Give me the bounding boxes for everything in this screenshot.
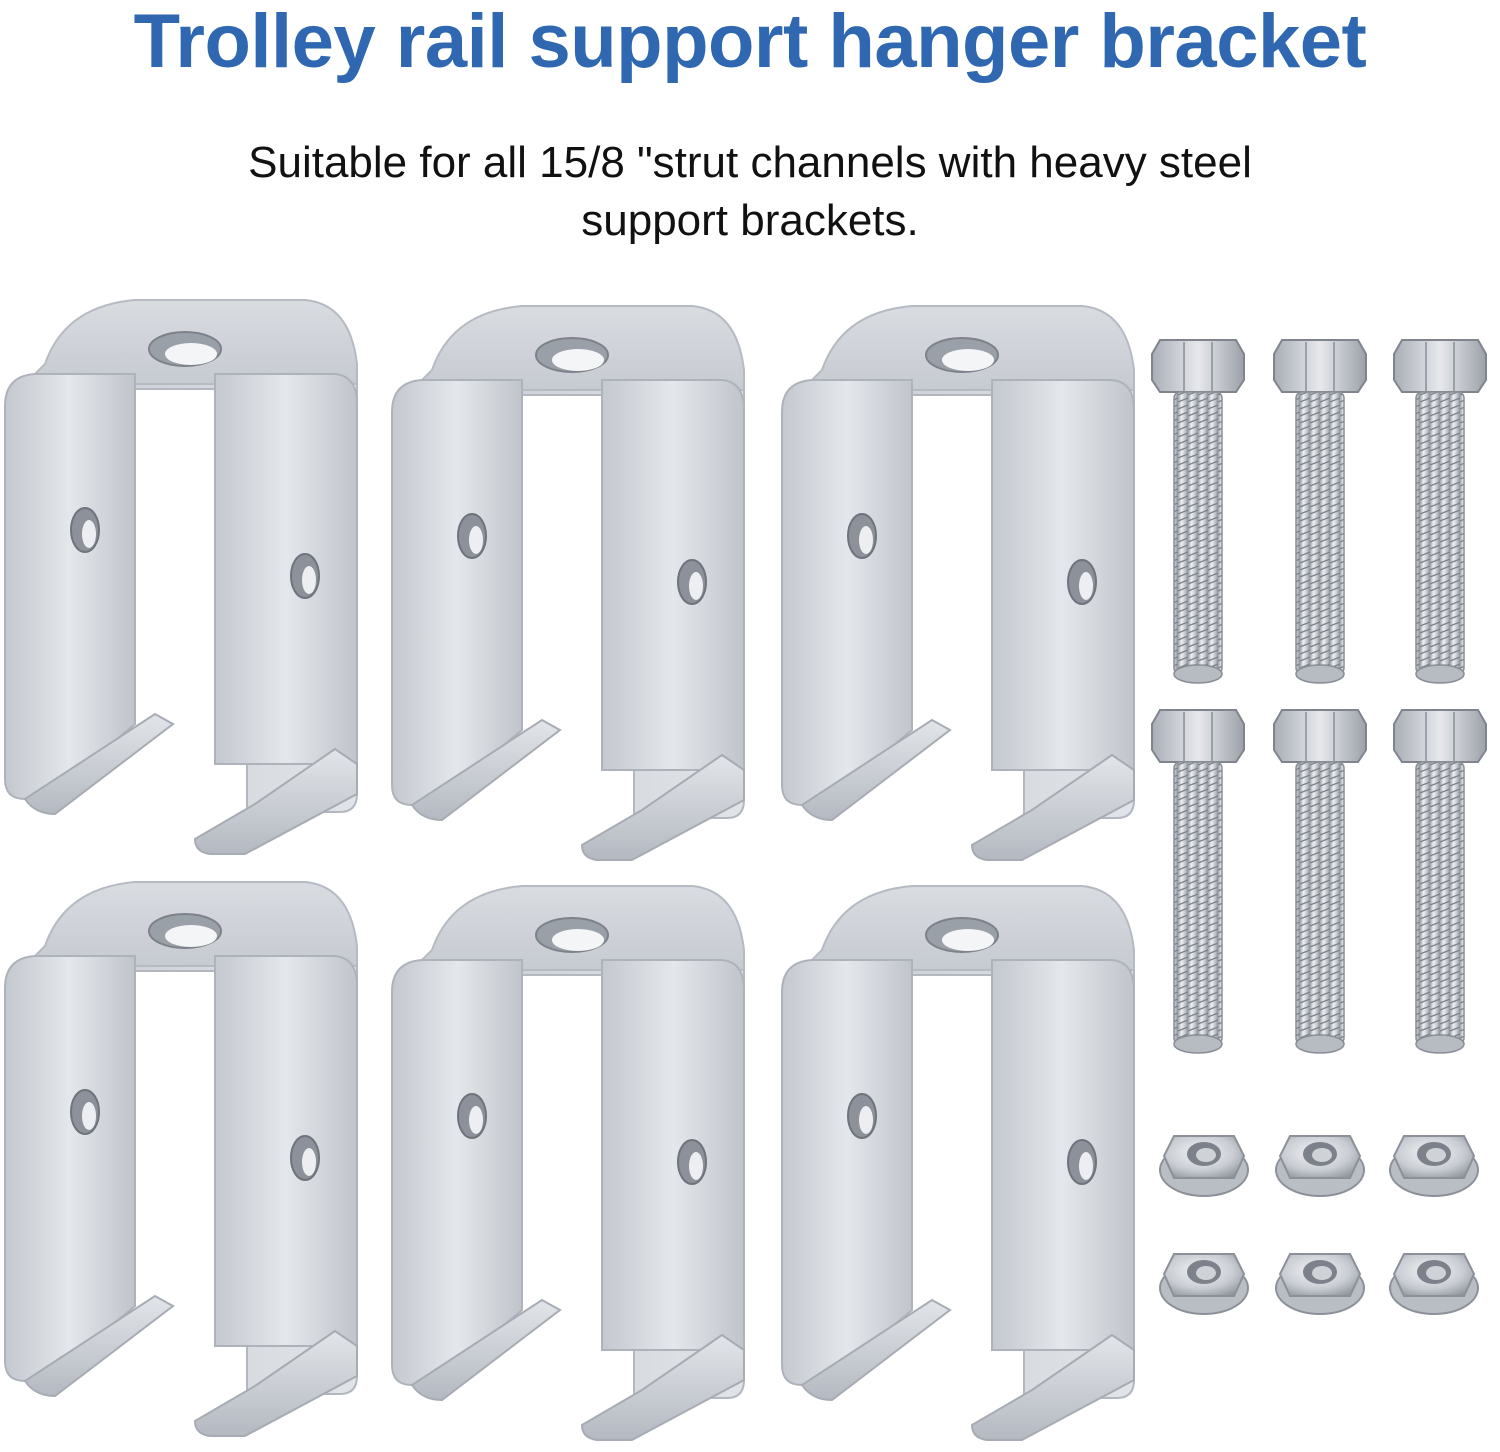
u-bracket-icon — [4, 299, 358, 855]
hex-bolt-icon — [1393, 339, 1487, 684]
page-title: Trolley rail support hanger bracket — [133, 0, 1367, 84]
flange-nut-icon — [1275, 1135, 1365, 1197]
product-illustration — [4, 299, 1487, 1441]
flange-nut-icon — [1159, 1253, 1249, 1315]
hex-bolt-icon — [1273, 709, 1367, 1054]
u-bracket-icon — [781, 885, 1135, 1441]
hex-bolt-icon — [1151, 339, 1245, 684]
flange-nut-icon — [1159, 1135, 1249, 1197]
u-bracket-icon — [391, 885, 745, 1441]
subtitle-line-2: support brackets. — [581, 196, 919, 245]
hex-bolt-icon — [1151, 709, 1245, 1054]
page-subtitle: Suitable for all 15/8 "strut channels wi… — [150, 134, 1350, 250]
hex-bolt-icon — [1273, 339, 1367, 684]
subtitle-line-1: Suitable for all 15/8 "strut channels wi… — [248, 138, 1252, 187]
flange-nut-icon — [1275, 1253, 1365, 1315]
u-bracket-icon — [4, 881, 358, 1437]
flange-nut-icon — [1389, 1253, 1479, 1315]
flange-nut-icon — [1389, 1135, 1479, 1197]
u-bracket-icon — [781, 305, 1135, 861]
u-bracket-icon — [391, 305, 745, 861]
hex-bolt-icon — [1393, 709, 1487, 1054]
